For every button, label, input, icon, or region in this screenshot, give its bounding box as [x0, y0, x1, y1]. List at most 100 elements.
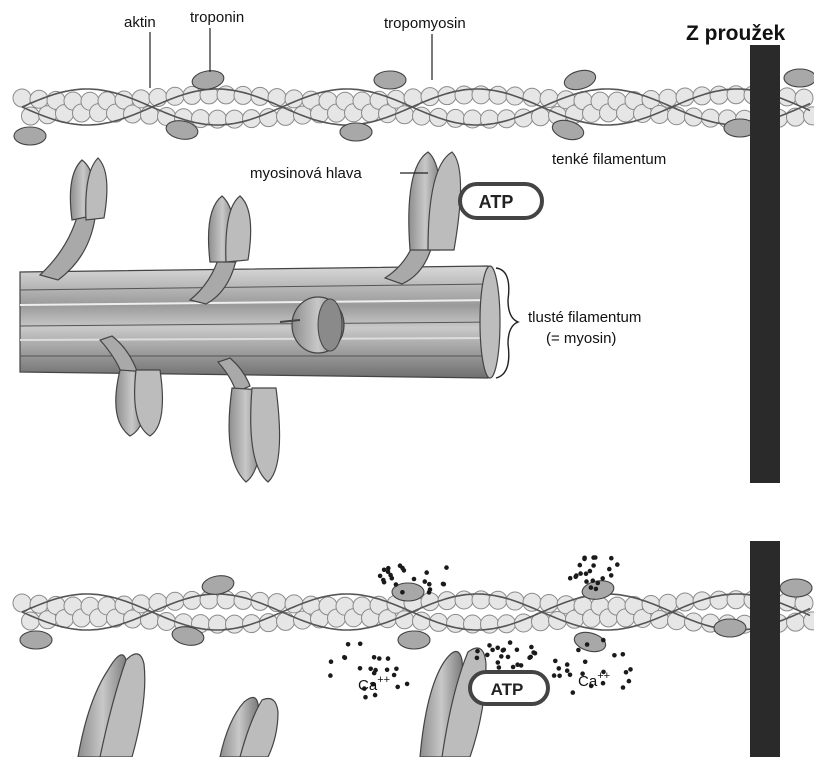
calcium-dot	[372, 692, 378, 698]
calcium-dot	[427, 581, 432, 587]
atp-label-bottom: ATP	[491, 680, 524, 699]
actin-bead	[233, 590, 253, 610]
troponin-complex	[373, 70, 407, 90]
calcium-dot	[608, 573, 614, 578]
calcium-dot	[551, 673, 557, 678]
calcium-dot	[377, 573, 383, 579]
atp-label-top: ATP	[479, 192, 514, 212]
troponin-complex	[339, 122, 373, 142]
calcium-dot	[514, 647, 520, 653]
actin-bead	[21, 106, 40, 126]
calcium-dot	[371, 655, 377, 660]
calcium-dot	[397, 563, 403, 568]
actin-bead	[539, 89, 559, 109]
calcium-dot	[505, 654, 511, 660]
calcium-dot	[588, 683, 594, 689]
actin-bead	[386, 89, 406, 109]
calcium-dot	[342, 655, 347, 660]
label-tropomyosin: tropomyosin	[384, 15, 466, 32]
calcium-dot	[567, 575, 573, 581]
troponin-complex	[551, 119, 585, 141]
calcium-dot	[507, 640, 513, 645]
calcium-dot	[386, 565, 391, 571]
z-band-bottom	[750, 541, 780, 757]
calcium-dot	[600, 576, 605, 581]
myosin-head-4	[98, 335, 164, 437]
actin-bead	[684, 107, 703, 127]
actin-bead	[803, 611, 814, 631]
actin-bead	[276, 106, 295, 126]
label-thin-filament: tenké filamentum	[552, 151, 666, 168]
actin-bead	[446, 613, 465, 633]
bottom-panel: ATP Ca++ Ca++	[12, 541, 814, 757]
actin-bead	[539, 594, 559, 614]
calcium-dot	[578, 571, 583, 576]
tropomyosin-strand	[21, 88, 811, 126]
troponin-complex	[171, 626, 205, 646]
calcium-right-symbol: Ca	[578, 673, 598, 690]
calcium-dot	[626, 678, 632, 684]
calcium-dot	[391, 672, 397, 678]
calcium-dot	[518, 663, 524, 668]
actin-bead	[182, 590, 202, 610]
calcium-dot	[584, 642, 590, 647]
calcium-dot	[577, 562, 583, 568]
calcium-dot	[400, 590, 405, 595]
calcium-dot	[373, 667, 378, 673]
actin-bead	[233, 85, 253, 105]
calcium-dot	[587, 568, 593, 574]
actin-bead	[267, 593, 287, 613]
thick-filament	[19, 265, 501, 379]
label-troponin: troponin	[190, 9, 244, 26]
calcium-dot	[424, 570, 430, 575]
calcium-dot	[556, 666, 562, 671]
actin-bead	[488, 85, 508, 105]
calcium-ions	[328, 555, 633, 700]
myosin-head-2	[188, 195, 252, 305]
actin-bead	[21, 611, 40, 631]
myosin-head-b2	[219, 696, 279, 757]
calcium-dot	[475, 648, 480, 654]
troponin-complex	[563, 69, 597, 91]
actin-bead	[803, 106, 814, 126]
calcium-dot	[411, 576, 417, 582]
tropomyosin-strand	[21, 593, 811, 631]
calcium-dot	[531, 650, 536, 655]
calcium-dot	[591, 555, 596, 560]
calcium-dot	[389, 575, 395, 581]
troponin-complex	[779, 578, 813, 598]
actin-bead	[276, 611, 295, 631]
calcium-dot	[499, 654, 504, 659]
calcium-dot	[487, 643, 492, 648]
thin-filament-bottom	[12, 575, 814, 653]
calcium-dot	[385, 569, 391, 574]
actin-bead	[412, 106, 431, 126]
calcium-dot	[583, 571, 589, 576]
actin-bead	[259, 108, 278, 128]
calcium-dot	[582, 555, 587, 561]
troponin-complex	[191, 70, 225, 90]
calcium-dot	[363, 694, 368, 700]
calcium-dot	[422, 579, 428, 584]
actin-bead	[225, 614, 244, 634]
calcium-dot	[490, 647, 495, 653]
calcium-dot	[357, 666, 363, 671]
calcium-dot	[357, 641, 363, 647]
label-thick-filament-1: tlusté filamentum	[528, 309, 641, 326]
actin-bead	[786, 612, 805, 632]
calcium-dot	[620, 685, 626, 690]
calcium-dot	[528, 654, 533, 660]
troponin-complex	[713, 618, 747, 638]
tropomyosin-strand	[21, 593, 811, 631]
actin-bead	[488, 590, 508, 610]
actin-bead	[684, 612, 703, 632]
brace-thick-filament	[495, 267, 520, 379]
troponin-complex	[391, 582, 425, 602]
calcium-dot	[395, 684, 401, 690]
calcium-dot	[510, 664, 516, 670]
calcium-dot	[370, 681, 376, 687]
troponin-complex	[201, 575, 235, 595]
myosin-head-5	[216, 357, 281, 483]
